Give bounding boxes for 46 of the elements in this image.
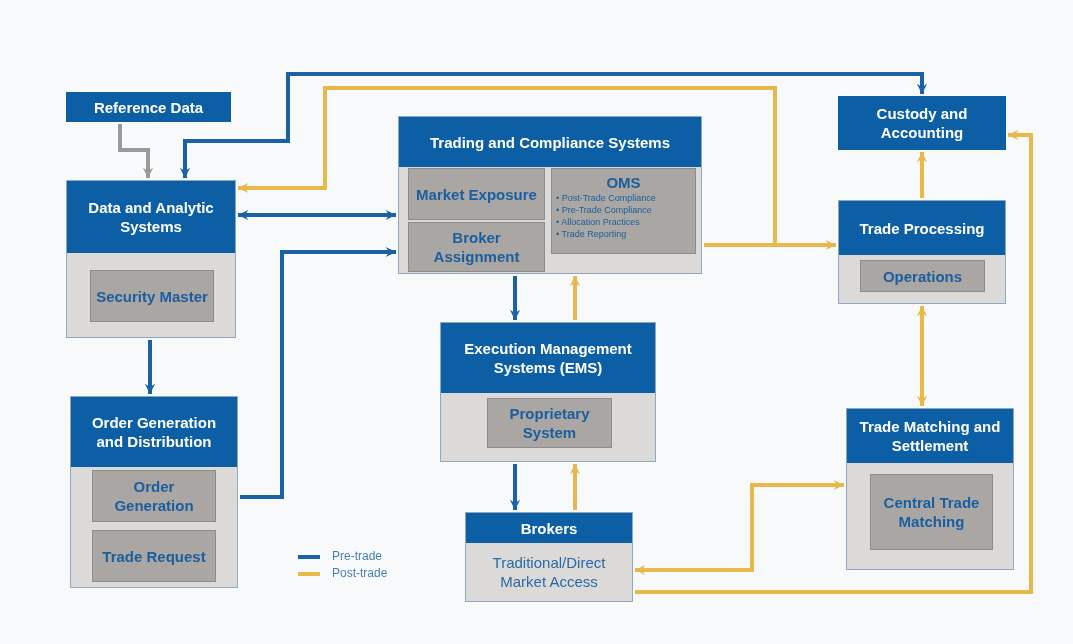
arrow [144, 340, 156, 394]
component-box: Proprietary System [487, 398, 612, 448]
system-panel [398, 116, 702, 274]
arrow [509, 276, 521, 320]
panel-title: Trade Matching and Settlement [858, 417, 1002, 455]
process-box: Custody and Accounting [838, 96, 1006, 150]
bullet-item: • Post-Trade Compliance [556, 192, 656, 204]
panel-title: Trade Processing [859, 218, 985, 238]
component-box: Trade Request [92, 530, 216, 582]
system-panel [66, 180, 236, 338]
system-panel [465, 512, 633, 602]
legend-label: Post-trade [332, 566, 388, 581]
system-panel [838, 200, 1006, 304]
bullet-item: • Pre-Trade Compliance [556, 204, 653, 216]
arrow [569, 276, 581, 320]
legend-label: Pre-trade [332, 549, 383, 564]
bullet-item: • Trade Reporting [556, 228, 628, 240]
panel-text: Traditional/Direct Market Access [491, 553, 607, 592]
component-box: Order Generation [92, 470, 216, 522]
panel-title: Brokers [520, 518, 578, 538]
arrow [509, 464, 521, 510]
panel-title: Order Generation and Distribution [90, 413, 218, 451]
arrow [238, 209, 396, 221]
system-panel [70, 396, 238, 588]
component-box: Market Exposure [408, 168, 545, 220]
arrow [118, 124, 154, 178]
box-heading: OMS [606, 173, 641, 192]
arrow [569, 464, 581, 510]
component-box: Broker Assignment [408, 222, 545, 272]
bullet-item: • Allocation Practices [556, 216, 641, 228]
arrow [240, 246, 396, 499]
arrow [916, 152, 928, 198]
panel-title: Data and Analytic Systems [87, 198, 215, 236]
arrow [916, 306, 928, 406]
system-panel [440, 322, 656, 462]
arrow [179, 72, 928, 178]
component-box [551, 168, 696, 254]
process-box: Reference Data [66, 92, 231, 122]
arrow [635, 129, 1033, 594]
panel-title: Execution Management Systems (EMS) [463, 339, 633, 377]
component-box: Security Master [90, 270, 214, 322]
system-panel [846, 408, 1014, 570]
component-box: Operations [860, 260, 985, 292]
panel-title: Trading and Compliance Systems [429, 132, 671, 152]
arrow [635, 479, 844, 576]
component-box: Central Trade Matching [870, 474, 993, 550]
